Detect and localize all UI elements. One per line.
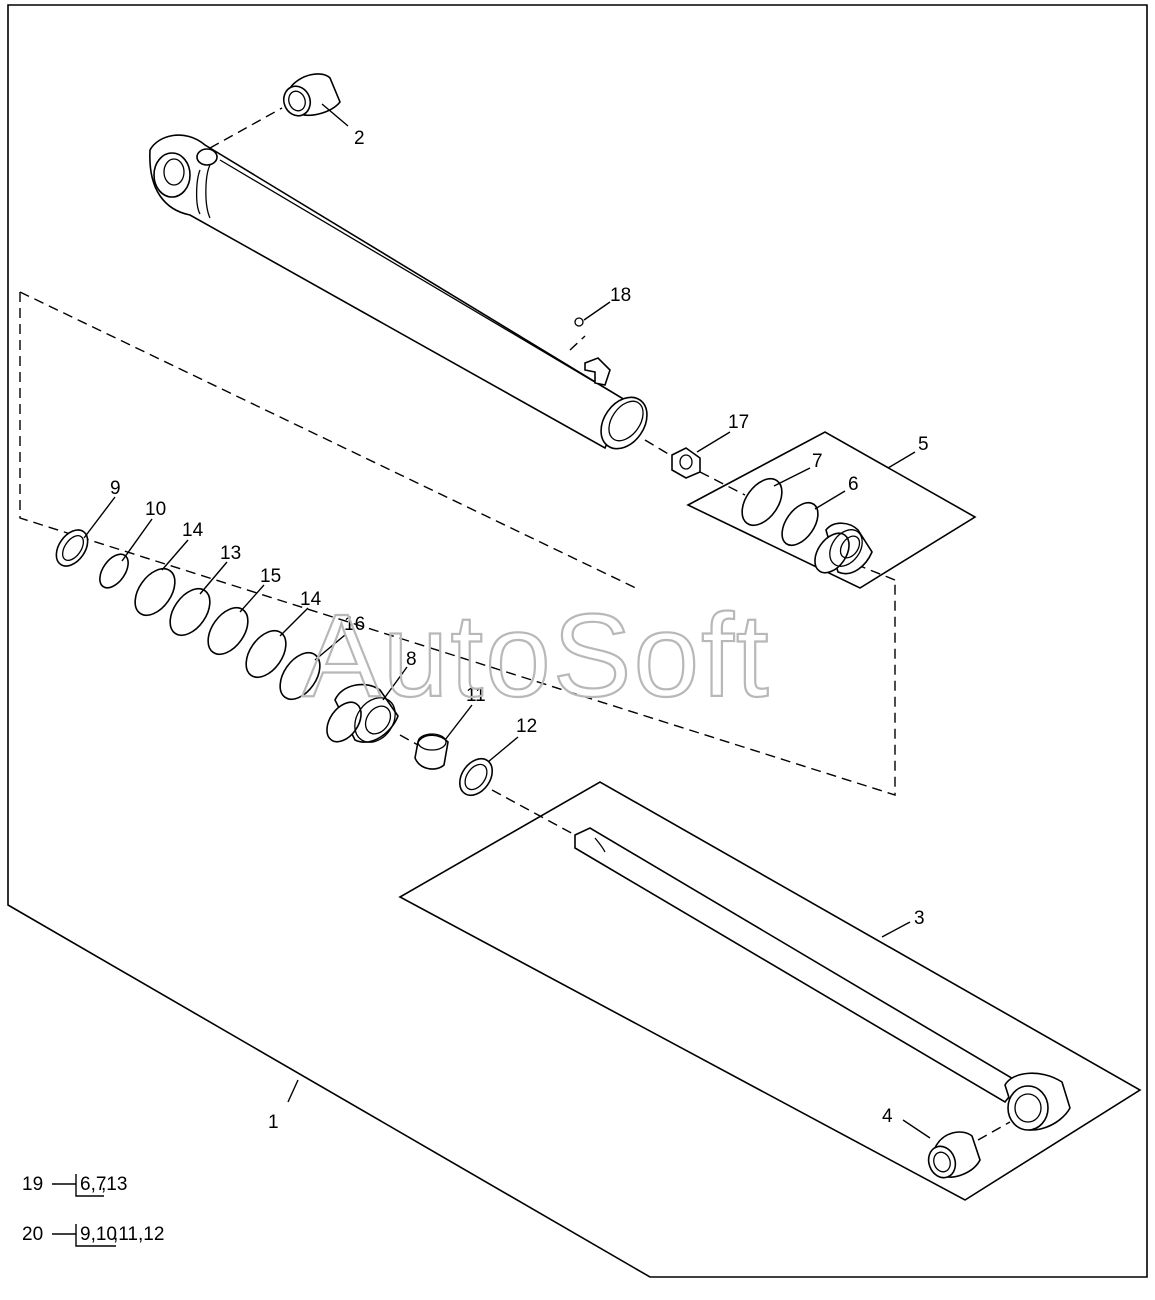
ring-12 xyxy=(458,757,494,797)
kit-number-20: 20 xyxy=(22,1224,43,1245)
ring-14b xyxy=(245,630,287,678)
kit-19-boxed-items: 6,7 xyxy=(80,1174,106,1195)
nut-17 xyxy=(671,447,701,479)
leader-10 xyxy=(121,518,153,562)
leader-14b xyxy=(279,607,309,637)
bushing-2 xyxy=(209,73,341,149)
watermark: AutoSoft xyxy=(302,590,771,722)
ring-16 xyxy=(279,652,321,700)
assembly-boundary xyxy=(7,4,1148,1278)
callout-14b: 14 xyxy=(300,589,322,610)
ring-10 xyxy=(99,553,129,589)
ring-13 xyxy=(169,588,211,636)
seal-group-dashed-top xyxy=(19,291,641,591)
callout-9: 9 xyxy=(110,478,121,499)
callout-16: 16 xyxy=(344,614,365,635)
cylinder-barrel xyxy=(149,134,648,450)
callout-17: 17 xyxy=(728,412,749,433)
piston-8 xyxy=(326,683,399,743)
kit-19-other-items: ,13 xyxy=(101,1174,127,1195)
kit-20-boxed-items: 9,10 xyxy=(80,1224,117,1245)
leader-12 xyxy=(487,736,519,763)
leader-17 xyxy=(696,431,731,453)
callout-5: 5 xyxy=(918,434,929,455)
kit-number-19: 19 xyxy=(22,1174,43,1195)
kit-legend-20: 20 9,10 ,11,12 xyxy=(22,1224,164,1247)
seal-group-dashed-right xyxy=(859,565,896,581)
seal-9 xyxy=(55,529,89,567)
seal-group-dashed-boundary xyxy=(19,292,896,796)
leader-15 xyxy=(239,584,265,613)
spacer-11 xyxy=(414,733,449,770)
leader-6 xyxy=(814,490,846,510)
callout-7: 7 xyxy=(812,451,823,472)
callout-11: 11 xyxy=(466,685,486,706)
kit-legend-19: 19 6,7 ,13 xyxy=(22,1174,127,1197)
callout-10: 10 xyxy=(145,499,166,520)
leader-3 xyxy=(881,921,911,938)
ring-14a xyxy=(134,568,176,616)
rod-kit-boundary xyxy=(398,781,1142,1201)
callout-18: 18 xyxy=(610,285,631,306)
callout-1: 1 xyxy=(268,1112,279,1133)
leader-8 xyxy=(382,666,408,701)
callout-8: 8 xyxy=(406,649,417,670)
leader-9 xyxy=(83,496,116,539)
callout-2: 2 xyxy=(354,128,365,149)
leader-13 xyxy=(199,561,228,595)
o-ring-18 xyxy=(574,317,584,327)
gland xyxy=(814,522,873,575)
callout-13: 13 xyxy=(220,543,241,564)
leader-4 xyxy=(902,1119,931,1139)
leader-5 xyxy=(887,451,916,469)
leader-14a xyxy=(161,539,189,571)
ring-7 xyxy=(741,478,783,526)
leader-16 xyxy=(314,634,346,661)
callout-12: 12 xyxy=(516,716,537,737)
piston-rod xyxy=(574,827,1071,1131)
callout-6: 6 xyxy=(848,474,859,495)
gland-kit-boundary xyxy=(686,431,977,589)
bushing-4 xyxy=(927,1121,1011,1179)
leader-7 xyxy=(773,467,811,487)
leader-18 xyxy=(583,301,611,321)
leader-1 xyxy=(287,1079,299,1103)
leader-2 xyxy=(321,103,349,127)
callout-3: 3 xyxy=(914,908,925,929)
kit-20-other-items: ,11,12 xyxy=(113,1224,164,1245)
ring-6 xyxy=(781,501,819,547)
leader-11 xyxy=(444,704,473,741)
callout-14a: 14 xyxy=(182,520,204,541)
callout-15: 15 xyxy=(260,566,281,587)
callout-4: 4 xyxy=(882,1106,893,1127)
